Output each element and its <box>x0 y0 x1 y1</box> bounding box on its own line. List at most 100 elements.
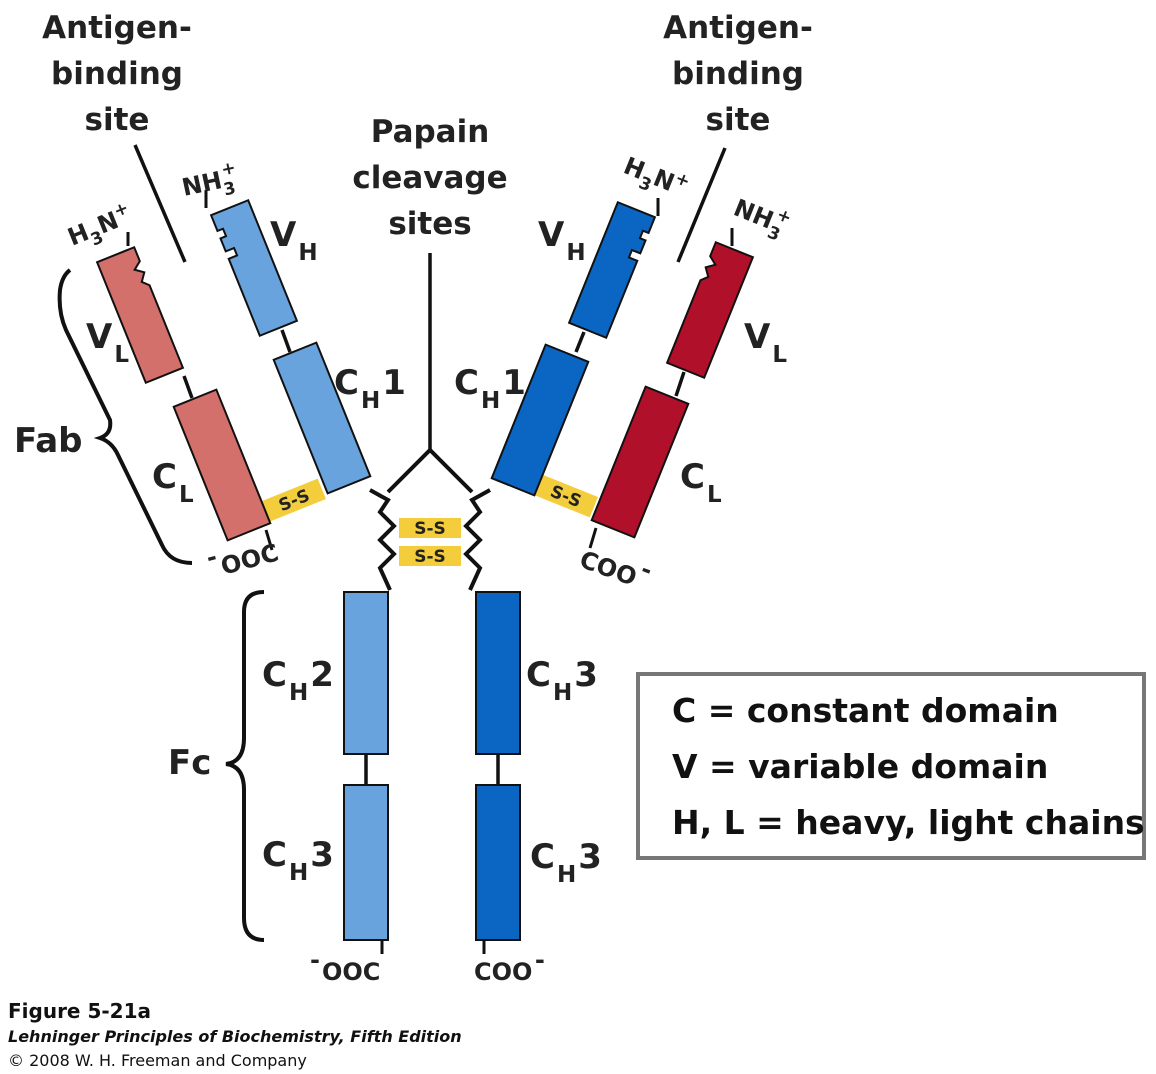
nh3-terminal-left: NH3+ <box>178 158 241 209</box>
nh3-terminal-right: NH3+ <box>730 194 795 246</box>
letter: V <box>538 215 565 255</box>
svg-text:CH3: CH3 <box>526 655 598 706</box>
subscript: L <box>179 482 194 508</box>
antigen-right-line1: Antigen- <box>663 10 813 46</box>
vh-domain-right <box>567 200 657 340</box>
svg-text:CH1: CH1 <box>334 363 406 414</box>
subscript: H <box>553 680 572 706</box>
letter: C <box>334 363 359 403</box>
legend-line-chains: H, L = heavy, light chains <box>672 803 1145 842</box>
hinge-right <box>463 488 491 591</box>
hinge-disulfide-1: S-S <box>399 518 461 539</box>
plus-sign: + <box>219 158 237 181</box>
plus-sign: + <box>774 205 795 229</box>
domain-number: 3 <box>574 655 598 695</box>
linker <box>280 329 292 353</box>
minus-sign: - <box>310 946 320 974</box>
domain-number: 1 <box>382 363 406 403</box>
minus-sign: - <box>203 543 220 573</box>
subscript-3: 3 <box>222 178 238 200</box>
domain-number: 3 <box>310 835 334 875</box>
antigen-right-pointer <box>676 147 727 263</box>
papain-line2: cleavage <box>352 160 507 196</box>
antigen-binding-label-right: Antigen- binding site <box>663 10 813 263</box>
svg-text:H3N+: H3N+ <box>63 198 139 258</box>
svg-text:CH3: CH3 <box>262 835 334 886</box>
book-title: Lehninger Principles of Biochemistry, Fi… <box>8 1027 462 1046</box>
ooc-text: OOC <box>218 539 282 581</box>
letter: V <box>86 317 113 357</box>
copyright: © 2008 W. H. Freeman and Company <box>8 1051 307 1070</box>
light-chain-right <box>588 228 755 549</box>
terminal-stub <box>264 529 274 551</box>
plus-sign: + <box>111 198 132 222</box>
label-vh-right: VH <box>538 215 586 266</box>
papain-line1: Papain <box>371 114 490 150</box>
legend-border <box>636 672 1146 860</box>
legend-line-variable: V = variable domain <box>672 747 1048 786</box>
label-vl-right: VL <box>744 317 787 368</box>
antigen-left-line3: site <box>85 102 150 138</box>
subscript: H <box>298 240 317 266</box>
figure-caption: Figure 5-21a Lehninger Principles of Bio… <box>8 999 462 1070</box>
svg-text:VH: VH <box>538 215 586 266</box>
svg-text:CL: CL <box>680 457 722 508</box>
subscript: L <box>772 342 787 368</box>
label-ch2-fc-left: CH2 <box>262 655 334 706</box>
disulfide-highlight <box>262 478 326 522</box>
ch3-domain-right-lower <box>475 784 521 941</box>
subscript: L <box>707 482 722 508</box>
svg-text:VH: VH <box>270 215 318 266</box>
ch3-domain-right-upper <box>475 591 521 755</box>
papain-cleavage-vee <box>386 447 474 494</box>
ch1-domain-left <box>272 341 372 495</box>
ch2-domain-left <box>343 591 389 755</box>
letter: C <box>152 457 177 497</box>
ooc-terminal-fc: -OOC <box>310 946 380 986</box>
label-vh-left: VH <box>270 215 318 266</box>
subscript: H <box>361 388 380 414</box>
linker <box>574 331 586 353</box>
letters-nh: NH <box>179 166 224 202</box>
hinge-left <box>369 488 397 591</box>
antigen-left-pointer <box>133 144 187 263</box>
label-cl-left: CL <box>152 457 194 508</box>
svg-text:NH3+: NH3+ <box>178 158 241 209</box>
fc-brace <box>225 590 265 942</box>
subscript: H <box>566 240 585 266</box>
subscript: H <box>557 862 576 888</box>
fc-heavy-left <box>343 591 389 954</box>
coo-text: COO <box>576 545 641 591</box>
letter: C <box>262 655 287 695</box>
h3n-terminal-left: H3N+ <box>63 198 139 258</box>
fab-label: Fab <box>14 421 83 461</box>
disulfide-label: S-S <box>414 519 446 539</box>
letter: C <box>680 457 705 497</box>
disulfide-highlight <box>534 474 598 518</box>
label-ch3-fc-right-upper: CH3 <box>526 655 598 706</box>
subscript: H <box>289 680 308 706</box>
linker <box>674 371 686 397</box>
antigen-right-line2: binding <box>672 56 804 92</box>
svg-text:VL: VL <box>86 317 129 368</box>
letter: C <box>454 363 479 403</box>
vl-domain-left <box>95 245 185 385</box>
ch3-domain-left <box>343 784 389 941</box>
domain-number: 3 <box>578 837 602 877</box>
vl-domain-right <box>665 240 755 380</box>
antigen-binding-label-left: Antigen- binding site <box>42 10 192 263</box>
papain-label: Papain cleavage sites <box>352 114 508 450</box>
fc-heavy-right <box>475 591 521 954</box>
svg-text:CL: CL <box>152 457 194 508</box>
domain-number: 1 <box>502 363 526 403</box>
label-ch1-left: CH1 <box>334 363 406 414</box>
legend-box: C = constant domain V = variable domain … <box>636 672 1146 860</box>
fc-label: Fc <box>168 743 211 783</box>
domain-number: 2 <box>310 655 334 695</box>
svg-text:CH3: CH3 <box>530 837 602 888</box>
coo-terminal-right: COO- <box>576 545 656 591</box>
fab-disulfide-left: S-S <box>262 478 326 522</box>
ooc-text: OOC <box>322 958 380 986</box>
minus-sign: - <box>637 555 656 585</box>
